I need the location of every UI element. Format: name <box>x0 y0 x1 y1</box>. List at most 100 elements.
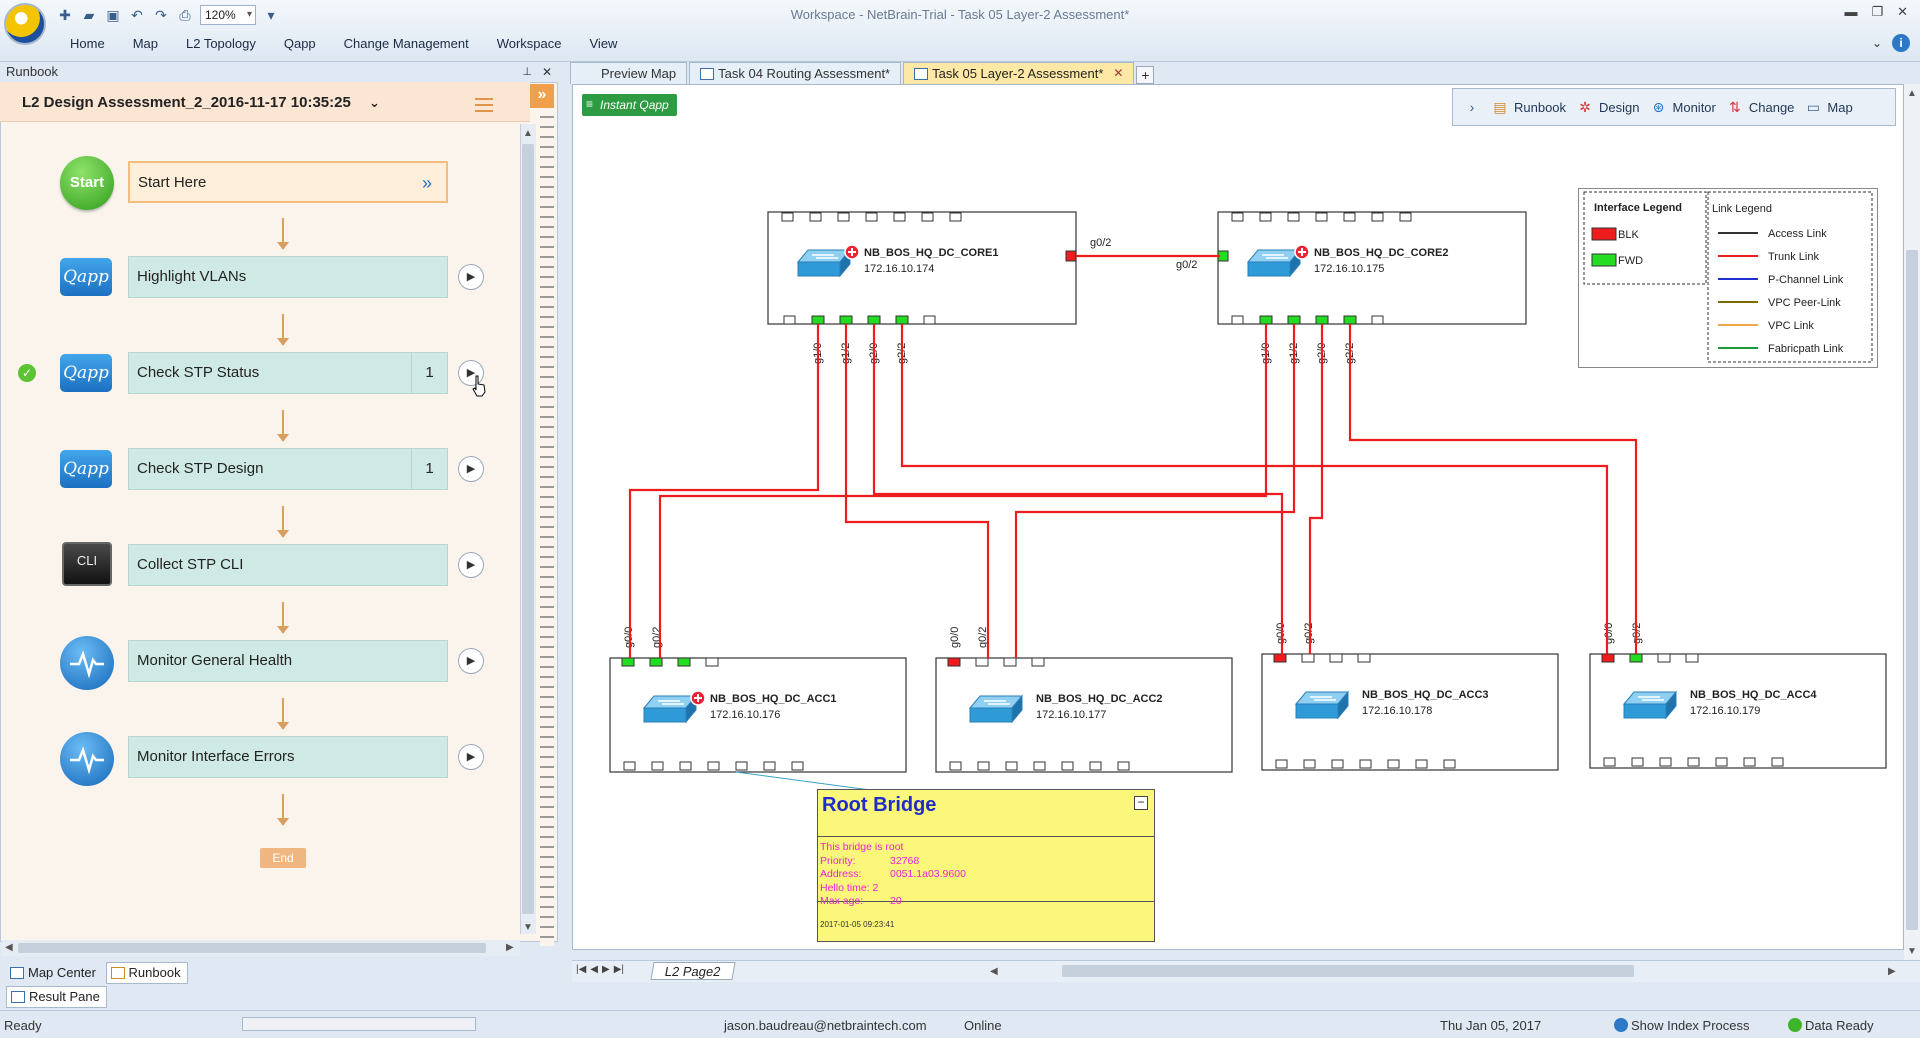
tab-runbook[interactable]: Runbook <box>105 962 188 984</box>
run-step-button[interactable]: ▶ <box>458 648 484 674</box>
chevron-down-icon[interactable]: ⌄ <box>369 95 380 110</box>
scroll-up-icon[interactable]: ▲ <box>1907 88 1917 99</box>
runbook-vertical-scroll-thumb[interactable] <box>522 144 534 914</box>
link-core1-acc1[interactable] <box>628 324 820 658</box>
runbook-step-check-stp-status[interactable]: Check STP Status 1 <box>128 352 448 394</box>
port-fwd[interactable] <box>1287 315 1301 325</box>
scroll-left-icon[interactable]: ◀ <box>990 966 998 977</box>
change-view-button[interactable]: ⇅Change <box>1726 98 1794 116</box>
scroll-down-icon[interactable]: ▼ <box>523 922 533 933</box>
scroll-up-icon[interactable]: ▲ <box>523 128 533 139</box>
print-icon[interactable]: ⎙ <box>179 7 191 23</box>
runbook-view-button[interactable]: ▤Runbook <box>1491 98 1566 116</box>
port-blk[interactable] <box>1273 653 1287 663</box>
scroll-right-icon[interactable]: ▶ <box>1888 966 1896 977</box>
scroll-right-icon[interactable]: ▶ <box>506 942 514 953</box>
scroll-left-icon[interactable]: ◀ <box>5 942 13 953</box>
canvas-vertical-scroll-thumb[interactable] <box>1906 250 1918 930</box>
last-page-icon[interactable]: ▶| <box>613 964 624 975</box>
design-view-button[interactable]: ✲Design <box>1576 98 1639 116</box>
port-fwd[interactable] <box>1629 653 1643 663</box>
tab-result-pane[interactable]: Result Pane <box>6 986 107 1008</box>
run-step-button[interactable]: ▶ <box>458 360 484 386</box>
run-step-button[interactable]: ▶ <box>458 552 484 578</box>
ribbon-tab-workspace[interactable]: Workspace <box>496 36 562 51</box>
runbook-horizontal-scroll-thumb[interactable] <box>18 943 486 953</box>
redo-icon[interactable]: ↷ <box>155 7 167 23</box>
run-step-button[interactable]: ▶ <box>458 744 484 770</box>
tab-preview-map[interactable]: Preview Map <box>570 62 688 84</box>
ribbon-tab-l2-topology[interactable]: L2 Topology <box>185 36 256 51</box>
prev-page-icon[interactable]: ◀ <box>590 964 598 975</box>
port-fwd[interactable] <box>1315 315 1329 325</box>
info-icon[interactable]: i <box>1892 34 1910 52</box>
port-fwd[interactable] <box>1259 315 1273 325</box>
save-icon[interactable]: ▣ <box>106 7 120 23</box>
link-core2-acc3[interactable] <box>1308 324 1324 654</box>
port-fwd[interactable] <box>867 315 881 325</box>
instant-qapp-button[interactable]: Instant Qapp <box>582 93 677 116</box>
scroll-down-icon[interactable]: ▼ <box>1907 946 1917 957</box>
panel-splitter[interactable] <box>540 110 554 946</box>
close-tab-icon[interactable]: ✕ <box>1113 66 1124 80</box>
port-fwd[interactable] <box>621 657 635 667</box>
app-logo[interactable] <box>4 3 46 45</box>
tab-task-05[interactable]: Task 05 Layer-2 Assessment*✕ <box>903 62 1135 84</box>
runbook-step-check-stp-design[interactable]: Check STP Design 1 <box>128 448 448 490</box>
tab-task-04[interactable]: Task 04 Routing Assessment* <box>689 62 902 84</box>
ribbon-tab-home[interactable]: Home <box>70 36 105 51</box>
add-tab-button[interactable]: + <box>1136 66 1155 84</box>
map-view-button[interactable]: ▭Map <box>1804 98 1853 116</box>
next-page-icon[interactable]: ▶ <box>602 964 610 975</box>
port-fwd[interactable] <box>811 315 825 325</box>
port-fwd[interactable] <box>649 657 663 667</box>
runbook-step-highlight-vlans[interactable]: Highlight VLANs <box>128 256 448 298</box>
link-core1-acc3[interactable] <box>872 324 1284 658</box>
chevron-right-icon[interactable]: › <box>1469 99 1475 115</box>
run-step-button[interactable]: ▶ <box>458 456 484 482</box>
restore-icon[interactable]: ❐ <box>1871 4 1884 19</box>
port-fwd[interactable] <box>895 315 909 325</box>
collapse-panel-icon[interactable]: » <box>530 84 554 108</box>
link-core1-acc4[interactable] <box>900 324 1609 654</box>
port-blk[interactable] <box>1601 653 1615 663</box>
canvas-horizontal-scroll-thumb[interactable] <box>1062 965 1634 977</box>
new-icon[interactable]: ✚ <box>59 7 71 23</box>
runbook-step-monitor-interface-errors[interactable]: Monitor Interface Errors <box>128 736 448 778</box>
customize-toolbar-icon[interactable]: ▾ <box>267 7 275 23</box>
runbook-step-start-here[interactable]: Start Here » <box>128 161 448 203</box>
runbook-step-monitor-general-health[interactable]: Monitor General Health <box>128 640 448 682</box>
ribbon-tab-change-management[interactable]: Change Management <box>343 36 469 51</box>
ribbon-tab-view[interactable]: View <box>589 36 618 51</box>
link-core1-acc2[interactable] <box>844 324 990 658</box>
pin-icon[interactable]: ⊥ <box>522 66 532 78</box>
runbook-title[interactable]: L2 Design Assessment_2_2016-11-17 10:35:… <box>22 94 380 111</box>
root-bridge-note[interactable]: Root Bridge − This bridge is root Priori… <box>817 789 1155 942</box>
link-core2-acc2[interactable] <box>1014 324 1296 658</box>
minimize-icon[interactable]: ▬ <box>1844 4 1858 19</box>
close-panel-icon[interactable]: ✕ <box>541 65 552 79</box>
open-folder-icon[interactable]: ▰ <box>83 7 95 23</box>
ribbon-tab-map[interactable]: Map <box>132 36 158 51</box>
tab-map-center[interactable]: Map Center <box>6 962 102 984</box>
port-fwd[interactable] <box>1343 315 1357 325</box>
show-index-process-button[interactable]: Show Index Process <box>1614 1018 1750 1033</box>
undo-icon[interactable]: ↶ <box>131 7 143 23</box>
chevron-down-icon[interactable]: ⌄ <box>1871 36 1882 50</box>
link-core2-acc4[interactable] <box>1348 324 1638 654</box>
run-step-button[interactable]: ▶ <box>458 264 484 290</box>
zoom-select[interactable]: 120% <box>200 5 256 25</box>
collapse-note-icon[interactable]: − <box>1134 796 1148 810</box>
close-icon[interactable]: ✕ <box>1897 4 1908 19</box>
port-fwd[interactable] <box>677 657 691 667</box>
page-tab[interactable]: L2 Page2 <box>650 962 736 980</box>
port-core-link[interactable] <box>1065 250 1077 262</box>
hamburger-menu-icon[interactable] <box>475 98 493 112</box>
port-fwd[interactable] <box>839 315 853 325</box>
